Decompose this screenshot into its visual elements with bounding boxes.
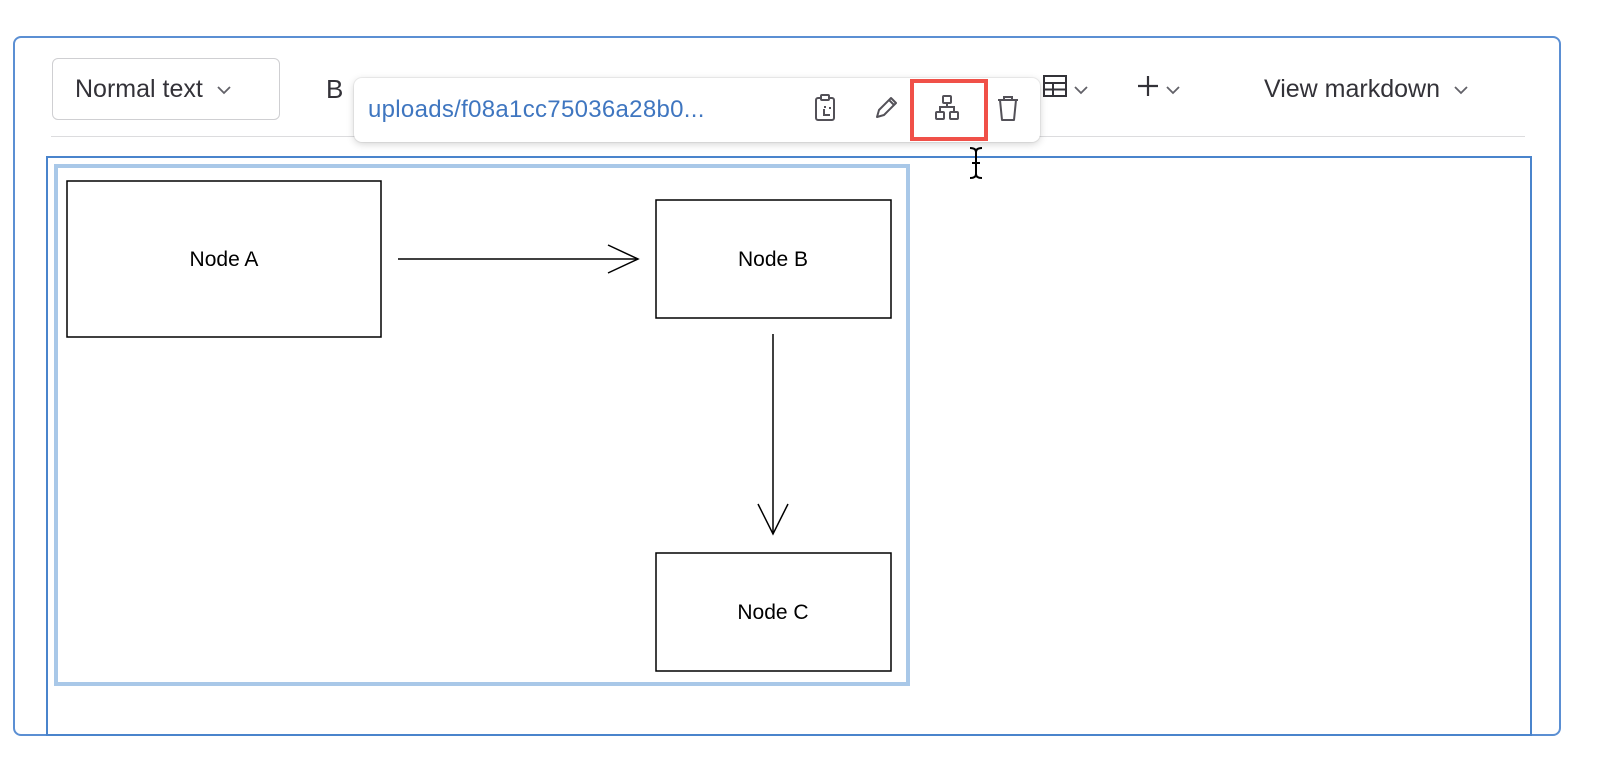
bold-button[interactable]: B — [326, 70, 343, 108]
node-b-label: Node B — [738, 248, 808, 271]
chevron-down-icon — [1454, 79, 1468, 100]
editor-toolbar: Normal text B — [52, 58, 1526, 120]
plus-icon — [1136, 74, 1160, 105]
trash-icon — [994, 93, 1022, 128]
edge-a-to-b — [398, 244, 640, 274]
bold-label: B — [326, 73, 344, 104]
editor-content[interactable]: Node A Node B Node C — [46, 156, 1532, 736]
delete-button[interactable] — [990, 92, 1026, 128]
text-cursor-icon — [966, 146, 986, 185]
table-icon — [1042, 74, 1068, 105]
diagram-button-highlight — [910, 79, 988, 141]
edit-pencil-icon — [872, 94, 900, 127]
diagram-svg: Node A Node B Node C — [66, 180, 892, 672]
copy-link-button[interactable] — [808, 92, 844, 128]
editor-frame: Normal text B — [13, 36, 1561, 736]
text-style-dropdown[interactable]: Normal text — [52, 58, 280, 120]
view-markdown-dropdown[interactable]: View markdown — [1264, 70, 1468, 108]
edge-b-to-c — [757, 334, 789, 536]
link-popover: uploads/f08a1cc75036a28b0... — [354, 78, 1040, 142]
chevron-down-icon — [1074, 79, 1088, 100]
node-c: Node C — [655, 552, 892, 672]
table-button[interactable] — [1042, 70, 1088, 108]
node-c-label: Node C — [737, 601, 808, 624]
diagram-image[interactable]: Node A Node B Node C — [54, 164, 910, 686]
view-markdown-label: View markdown — [1264, 74, 1441, 103]
node-a-label: Node A — [190, 248, 259, 271]
diagram-button[interactable] — [929, 92, 965, 128]
chevron-down-icon — [217, 79, 231, 100]
diagram-icon — [932, 93, 962, 128]
uploads-link[interactable]: uploads/f08a1cc75036a28b0... — [368, 96, 705, 123]
chevron-down-icon — [1166, 79, 1180, 100]
insert-button[interactable] — [1136, 70, 1180, 108]
node-a: Node A — [66, 180, 382, 338]
edit-button[interactable] — [868, 92, 904, 128]
copy-link-icon — [813, 93, 839, 128]
node-b: Node B — [655, 199, 892, 319]
text-style-label: Normal text — [75, 74, 203, 103]
